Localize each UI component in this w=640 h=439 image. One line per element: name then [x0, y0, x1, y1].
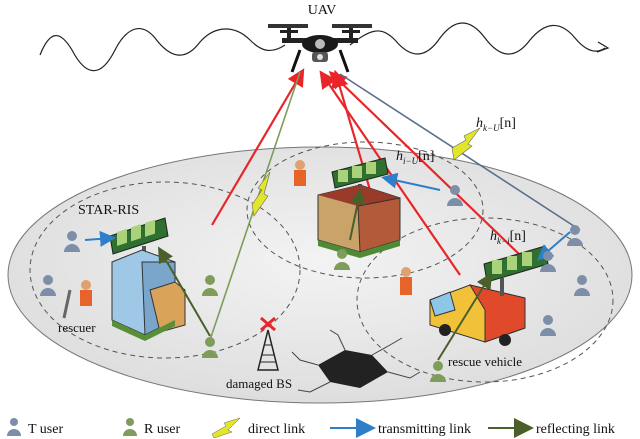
lightning-icon — [251, 171, 271, 217]
cluster-left — [29, 181, 301, 359]
reflecting-link — [349, 188, 366, 241]
ground-crack-icon — [291, 329, 421, 393]
legend-t-user: T user — [28, 422, 63, 437]
legend: T user R user direct link transmitting l… — [7, 417, 615, 439]
legend-t-user-icon — [7, 418, 21, 436]
t-user-icon — [40, 185, 590, 336]
legend-direct-link: direct link — [248, 422, 305, 437]
uav-drone-icon — [268, 24, 372, 73]
transmitting-link — [381, 172, 441, 191]
legend-r-user-icon — [123, 418, 137, 436]
rescuer-icon — [294, 160, 306, 186]
damaged-bs-label: damaged BS — [226, 376, 292, 391]
rescuer-label: rescuer — [58, 320, 96, 335]
reflecting-link — [157, 246, 211, 337]
uav-title: UAV — [308, 3, 337, 18]
damaged-bs-icon — [257, 316, 279, 371]
legend-transmitting-link: transmitting link — [378, 422, 471, 437]
r-user-icon — [202, 249, 446, 382]
reflecting-link — [437, 272, 493, 361]
uav-trajectory — [39, 22, 606, 72]
building-center-icon — [317, 184, 401, 258]
building-left-icon — [111, 249, 186, 341]
direct-link-4 — [328, 70, 521, 256]
cluster-center — [246, 141, 484, 279]
channel-label-k-u: hk−U[n] — [476, 116, 516, 133]
rescue-vehicle-icon — [429, 278, 526, 346]
direct-link-1 — [211, 68, 305, 226]
rescue-vehicle-label: rescue vehicle — [448, 354, 522, 369]
channel-label-i-u: hi−U[n] — [396, 149, 434, 166]
legend-r-user: R user — [144, 422, 181, 437]
rescuer-icon — [62, 280, 92, 319]
channel-label-k-i: hk−i[n] — [490, 229, 526, 246]
cluster-right — [356, 217, 614, 383]
legend-lightning-icon — [211, 417, 241, 439]
legend-reflecting-link: reflecting link — [536, 422, 615, 437]
rescuer-icon — [400, 267, 412, 295]
lightning-icon — [451, 127, 481, 161]
star-ris-label: STAR-RIS — [78, 203, 139, 218]
transmitting-link — [84, 230, 116, 247]
